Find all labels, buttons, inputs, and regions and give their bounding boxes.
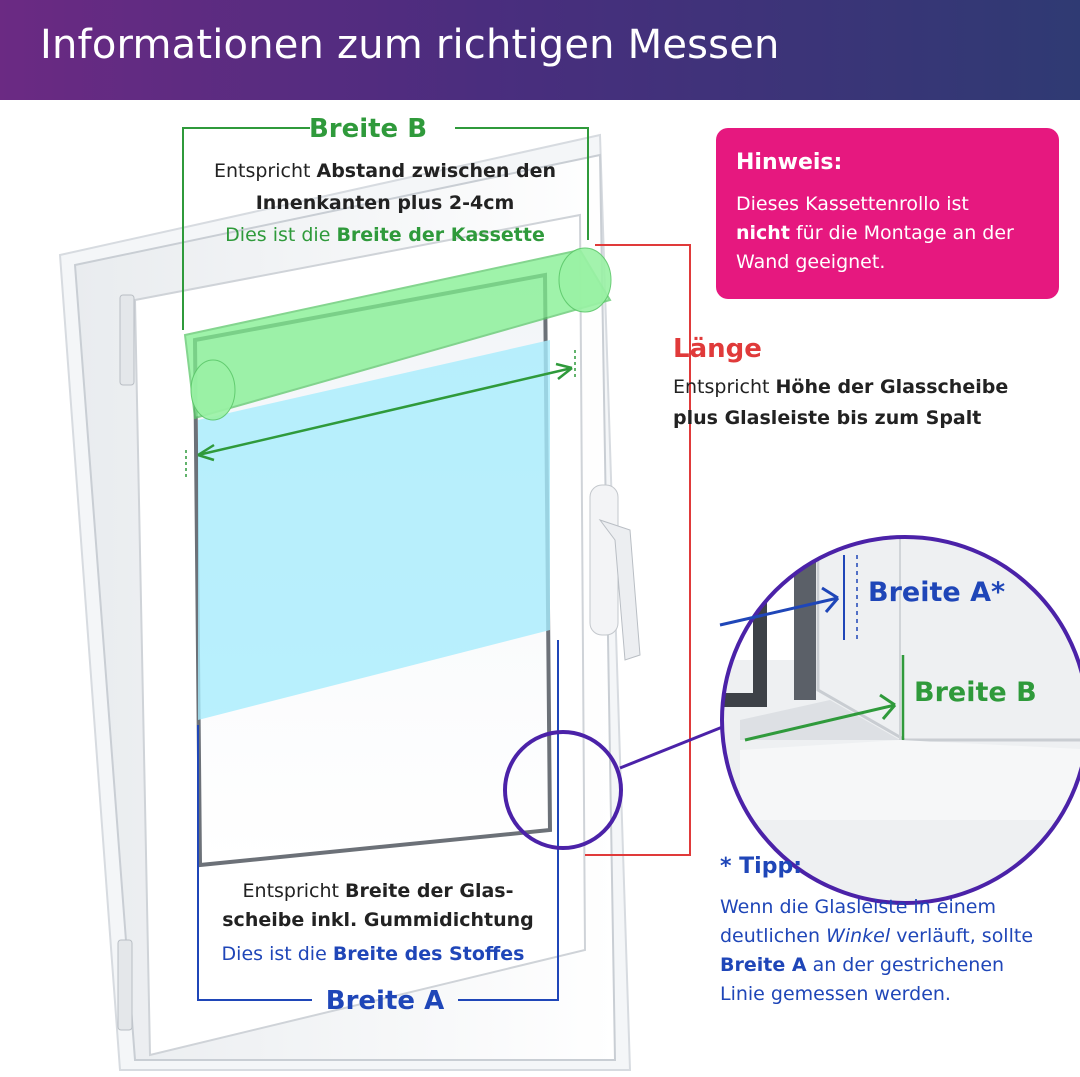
breite-a-line3-bold: Breite des Stoffes	[332, 943, 525, 965]
tipp-line2-post: verläuft, sollte	[890, 925, 1034, 947]
breite-b-bracket	[182, 127, 589, 330]
zoom-source-circle	[503, 730, 623, 850]
tipp-text: Wenn die Glasleiste in einem deutlichen …	[720, 893, 1065, 1009]
hinweis-title: Hinweis:	[736, 150, 843, 175]
tipp-line3-post: an der gestrichenen	[806, 954, 1005, 976]
arrow-head-left	[197, 443, 215, 462]
page-title: Informationen zum richtigen Messen	[40, 22, 780, 68]
breite-b-note: Dies ist die Breite der Kassette	[190, 224, 580, 246]
bottom-hinge	[117, 939, 133, 1031]
tipp-line3-bold: Breite A	[720, 954, 807, 976]
cassette-width-arrow	[197, 366, 573, 457]
zoom-connector-line	[619, 718, 741, 770]
zoom-arrow-head-b	[879, 693, 897, 720]
laenge-line2-bold: plus Glasleiste bis zum Spalt	[673, 407, 982, 429]
laenge-description: Entspricht Höhe der Glasscheibe plus Gla…	[673, 372, 1053, 434]
laenge-bracket	[585, 244, 691, 856]
hinweis-text-bold: nicht	[736, 222, 790, 244]
cassette-end-left	[190, 359, 236, 421]
breite-a-note: Dies ist die Breite des Stoffes	[198, 943, 548, 965]
zoom-breite-b-arrow	[744, 703, 896, 742]
tipp-line2-italic: Winkel	[826, 925, 891, 947]
tipp-line4: Linie gemessen werden.	[720, 983, 951, 1005]
breite-b-line3-bold: Breite der Kassette	[336, 224, 545, 246]
hinweis-box: Hinweis: Dieses Kassettenrollo ist nicht…	[716, 128, 1059, 299]
breite-a-label: Breite A	[325, 986, 445, 1016]
zoom-arrow-head	[821, 586, 840, 613]
header-banner: Informationen zum richtigen Messen	[0, 0, 1080, 100]
hinweis-text-post: für die Montage an der Wand geeignet.	[736, 222, 1014, 273]
laenge-line1-pre: Entspricht	[673, 376, 776, 398]
tipp-title: * Tipp:	[720, 854, 803, 879]
breite-b-line1-bold: Abstand zwischen den	[316, 160, 557, 182]
breite-b-line1-pre: Entspricht	[213, 160, 317, 182]
breite-b-description: Entspricht Abstand zwischen den Innenkan…	[190, 155, 580, 219]
zoom-breite-a-label: Breite A*	[868, 577, 1006, 608]
arrow-head-right	[555, 362, 573, 380]
window-illustration	[58, 127, 1080, 1071]
breite-a-line1-pre: Entspricht	[242, 880, 346, 902]
breite-a-bracket	[197, 640, 559, 1001]
laenge-line1-bold: Höhe der Glasscheibe	[775, 376, 1009, 398]
laenge-label: Länge	[673, 334, 762, 364]
hinweis-text: Dieses Kassettenrollo ist nicht für die …	[736, 190, 1046, 277]
breite-b-line3-pre: Dies ist die	[225, 224, 337, 246]
zoom-breite-a-arrow	[719, 596, 839, 627]
breite-b-label: Breite B	[308, 114, 428, 144]
tipp-line1: Wenn die Glasleiste in einem	[720, 896, 996, 918]
zoom-circle-border	[720, 535, 1080, 905]
tipp-line2-pre: deutlichen	[720, 925, 827, 947]
cassette-end-right	[558, 247, 612, 313]
breite-b-line2-bold: Innenkanten plus 2-4cm	[255, 192, 515, 214]
breite-a-description: Entspricht Breite der Glas- scheibe inkl…	[198, 877, 558, 935]
breite-a-line3-pre: Dies ist die	[221, 943, 333, 965]
handle-base	[589, 484, 619, 636]
breite-a-line1-bold: Breite der Glas-	[345, 880, 514, 902]
top-hinge	[119, 294, 135, 386]
breite-a-line2-bold: scheibe inkl. Gummidichtung	[222, 909, 534, 931]
window-handle	[598, 519, 641, 661]
zoom-breite-b-label: Breite B	[914, 677, 1037, 708]
hinweis-text-pre: Dieses Kassettenrollo ist	[736, 193, 969, 215]
